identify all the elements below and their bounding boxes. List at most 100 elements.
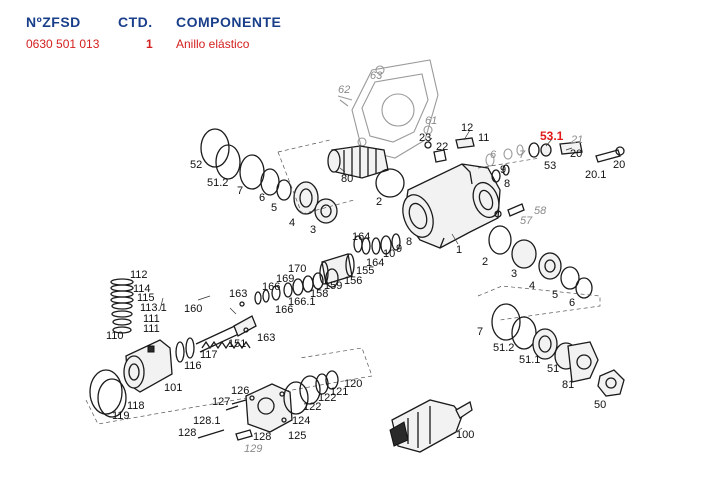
- callout-129: 129: [244, 443, 262, 455]
- callout-58: 58: [534, 205, 547, 217]
- callout-62: 62: [338, 84, 350, 96]
- bracket-upper: [277, 139, 355, 215]
- callout-164b: 164: [366, 257, 384, 269]
- callout-7a: 7: [519, 149, 526, 161]
- highlighted-snap-ring-53-1[interactable]: [540, 143, 552, 157]
- callout-51: 51: [547, 363, 559, 375]
- callout-53: 53: [544, 160, 556, 172]
- leader-lines: [159, 129, 573, 433]
- callout-5b: 5: [552, 289, 558, 301]
- callout-51-2b: 51.2: [493, 342, 514, 354]
- callout-57: 57: [520, 215, 533, 227]
- callout-22: 22: [436, 141, 448, 153]
- callout-128-1: 128.1: [193, 415, 221, 427]
- lower-left-rings: [89, 369, 127, 418]
- main-housing[interactable]: [397, 163, 503, 249]
- callout-170: 170: [288, 263, 306, 275]
- callout-9b: 9: [396, 243, 402, 255]
- callout-labels: 53.1 21 20 20 20.1 53 12 11 23 22 9 8 6 …: [106, 70, 625, 455]
- callout-20a: 20: [570, 148, 582, 160]
- callout-53-1[interactable]: 53.1: [540, 129, 564, 143]
- end-cover-125[interactable]: [245, 383, 293, 433]
- callout-151: 151: [228, 338, 246, 350]
- part-number-value[interactable]: 0630 501 013: [26, 37, 100, 51]
- callout-7c: 7: [477, 326, 483, 338]
- callout-121: 121: [330, 386, 348, 398]
- left-coil-rings: [110, 278, 134, 334]
- callout-7b: 7: [237, 185, 243, 197]
- callout-117: 117: [200, 349, 218, 361]
- sector-shaft[interactable]: [327, 145, 389, 179]
- bracket-lower-left: [85, 347, 373, 425]
- callout-23: 23: [419, 132, 431, 144]
- callout-2a: 2: [376, 196, 382, 208]
- column-header-qty: CTD.: [118, 14, 153, 30]
- callout-101: 101: [164, 382, 182, 394]
- lower-right-parts: [491, 303, 625, 397]
- rings-120-124: [283, 370, 339, 415]
- callout-21: 21: [570, 134, 583, 146]
- right-rings: [488, 225, 593, 299]
- callout-52: 52: [190, 159, 202, 171]
- callout-114: 114: [133, 283, 151, 295]
- callout-122a: 122: [303, 401, 321, 413]
- seal-ring-2-top: [375, 168, 405, 198]
- assembled-unit-100[interactable]: [389, 399, 473, 453]
- callout-80: 80: [341, 173, 353, 185]
- callout-113-1: 113.1: [140, 302, 167, 314]
- callout-155: 155: [356, 265, 374, 277]
- callout-61: 61: [425, 115, 437, 127]
- callout-10: 10: [383, 248, 395, 260]
- component-name-value[interactable]: Anillo elástico: [176, 37, 250, 51]
- callout-164a: 164: [352, 231, 370, 243]
- callout-160: 160: [184, 303, 202, 315]
- callout-6b: 6: [259, 192, 265, 204]
- callout-166b: 166: [275, 304, 293, 316]
- callout-81: 81: [562, 379, 574, 391]
- callout-159: 159: [324, 280, 342, 292]
- column-header-component: COMPONENTE: [176, 14, 282, 30]
- callout-166-1: 166.1: [288, 296, 316, 308]
- callout-158: 158: [310, 288, 328, 300]
- callout-20b: 20: [613, 159, 625, 171]
- callout-112: 112: [130, 269, 148, 281]
- callout-120: 120: [344, 378, 362, 390]
- torsion-spring: [195, 301, 257, 353]
- callout-118: 118: [127, 400, 145, 412]
- callout-122b: 122: [318, 392, 336, 404]
- callout-115: 115: [137, 292, 155, 304]
- callout-3b: 3: [511, 268, 517, 280]
- callout-8a: 8: [504, 178, 510, 190]
- callout-119: 119: [112, 410, 130, 422]
- spool-rings: [254, 268, 339, 305]
- callout-166a: 166: [262, 281, 280, 293]
- callout-9a: 9: [500, 164, 506, 176]
- header-row: NºZFSD CTD. COMPONENTE 0630 501 013 1 An…: [0, 12, 720, 52]
- callout-100: 100: [456, 429, 474, 441]
- callout-8b: 8: [406, 236, 412, 248]
- callout-111b: 111: [143, 323, 160, 335]
- callout-12: 12: [461, 122, 473, 134]
- callout-156: 156: [344, 275, 362, 287]
- callout-6a: 6: [490, 149, 497, 161]
- callout-163a: 163: [229, 288, 247, 300]
- cylinder-101[interactable]: [123, 339, 173, 393]
- ring-116: [185, 337, 195, 359]
- callout-3a: 3: [310, 224, 316, 236]
- cover-plate-ghost: [337, 59, 439, 159]
- callout-4a: 4: [289, 217, 295, 229]
- callout-110: 110: [106, 330, 124, 342]
- bleed-screw-58: [507, 203, 525, 217]
- callout-1: 1: [456, 244, 462, 256]
- callout-11: 11: [478, 132, 489, 144]
- callout-125: 125: [288, 430, 306, 442]
- upper-left-rings: [200, 128, 338, 224]
- quantity-value: 1: [146, 37, 153, 51]
- bracket-right: [477, 285, 601, 321]
- ring-117: [175, 341, 185, 363]
- callout-126: 126: [231, 385, 249, 397]
- callout-124: 124: [292, 415, 310, 427]
- callout-6c: 6: [569, 297, 575, 309]
- callout-111a: 111: [143, 313, 160, 325]
